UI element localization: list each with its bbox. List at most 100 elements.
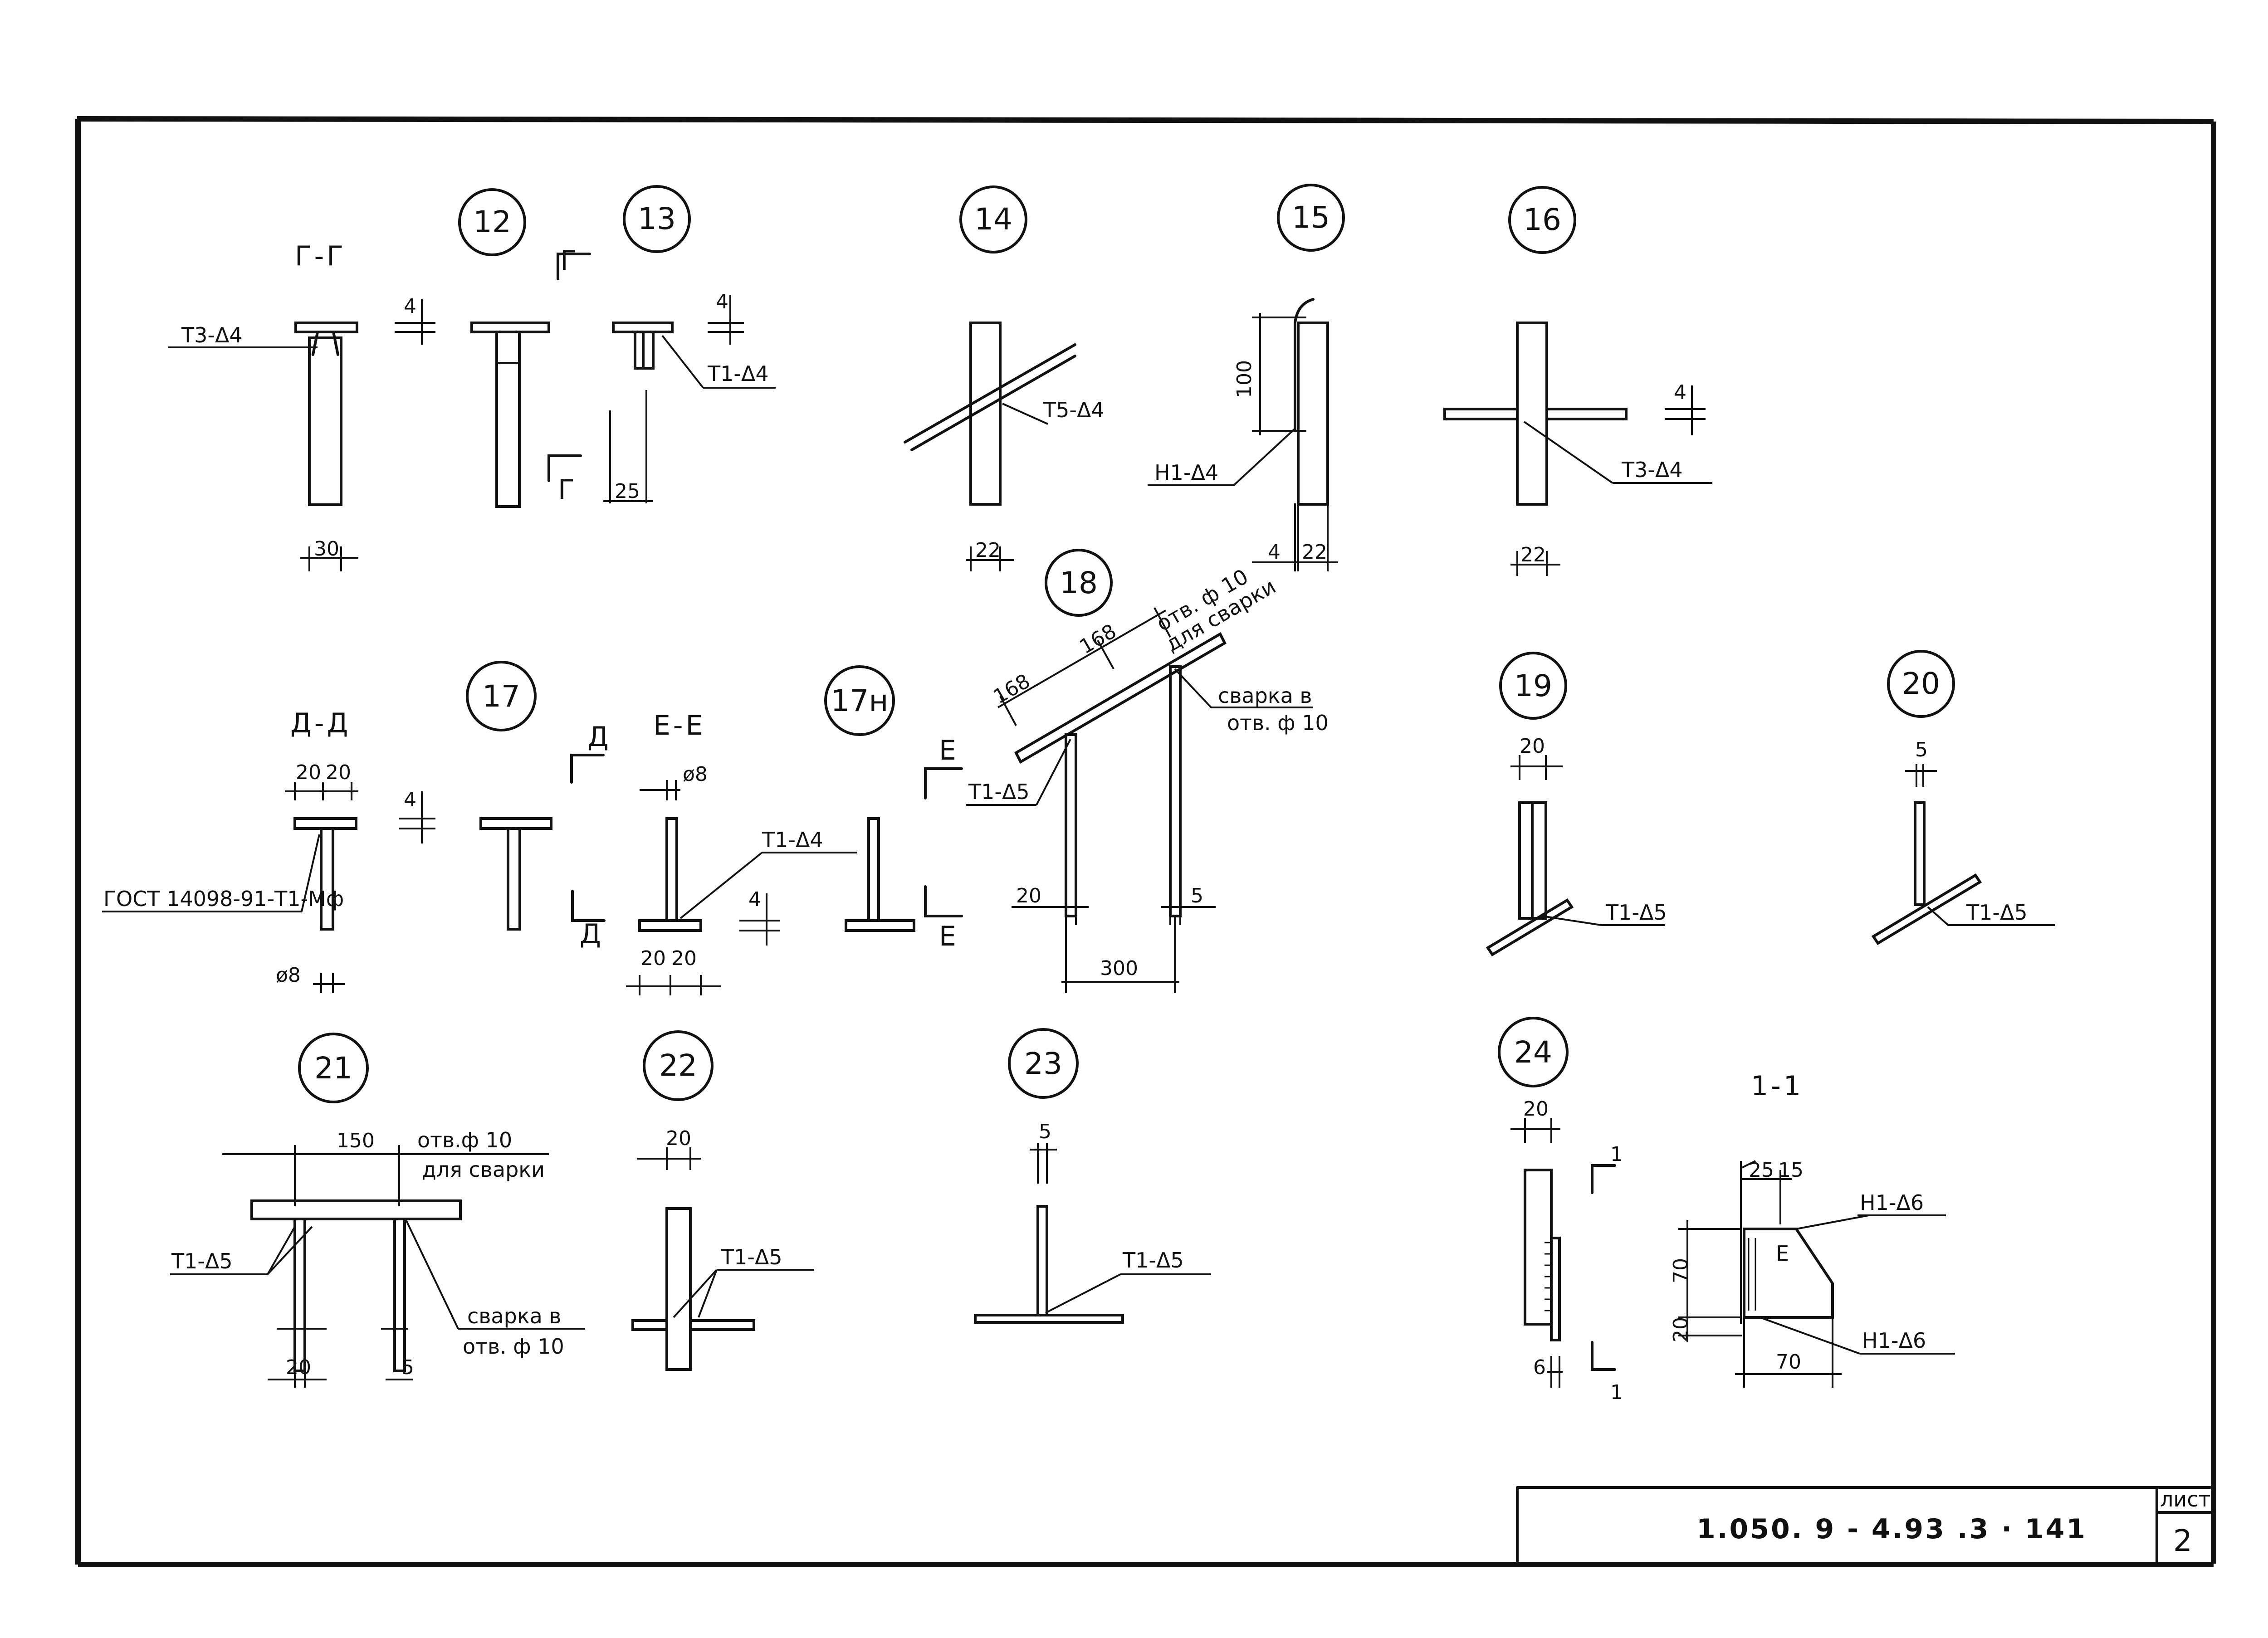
detail-19-weld-label: Т1-Δ5	[1605, 900, 1667, 925]
detail-24-dim-25: 25	[1749, 1159, 1774, 1182]
detail-17-cut-mark-top: Д	[587, 721, 611, 753]
sheet-frame	[75, 116, 2216, 1567]
detail-19-dim-20: 20	[1520, 735, 1545, 758]
detail-18-marker	[1045, 549, 1113, 617]
detail-20-number: 20	[1902, 666, 1940, 701]
detail-13-dim-25: 25	[615, 480, 640, 503]
detail-19: 19 20 Т1-Δ5	[1486, 652, 1667, 957]
detail-21-marker	[298, 1033, 369, 1103]
detail-15-number: 15	[1292, 200, 1330, 235]
detail-17-marker	[466, 661, 537, 731]
detail-17-section-title: Д-Д	[290, 707, 351, 739]
detail-17n-cut-mark-top: Е	[939, 735, 959, 766]
detail-23-weld-label: Т1-Δ5	[1122, 1248, 1184, 1272]
detail-24-dim-70-horizontal: 70	[1776, 1350, 1801, 1374]
detail-17n-marker	[824, 665, 895, 736]
detail-18-weld-label: Т1-Δ5	[968, 780, 1030, 804]
detail-14-dim-22: 22	[975, 539, 1001, 562]
detail-15-dim-100: 100	[1233, 360, 1256, 398]
detail-19-marker	[1499, 652, 1567, 720]
detail-16-number: 16	[1523, 202, 1561, 237]
detail-15-marker	[1277, 184, 1345, 252]
detail-13-number: 13	[638, 201, 676, 236]
detail-24-weld-label-top: Н1-Δ6	[1860, 1190, 1924, 1215]
detail-23-marker	[1008, 1028, 1079, 1099]
detail-23-dim-5: 5	[1039, 1120, 1051, 1143]
detail-12-number: 12	[473, 205, 511, 239]
detail-22-marker	[643, 1030, 714, 1101]
detail-18-number: 18	[1060, 566, 1098, 600]
detail-21-hole-note-2: для сварки	[422, 1157, 545, 1182]
detail-24-dim-6: 6	[1533, 1356, 1546, 1379]
detail-21-weld-note-2: отв. ф 10	[463, 1334, 564, 1359]
detail-13-weld-label: Т1-Δ4	[707, 361, 769, 386]
detail-20-weld-label: Т1-Δ5	[1966, 900, 2028, 925]
detail-12-section-title: Г-Г	[295, 240, 346, 272]
detail-24-dim-70-vertical: 70	[1669, 1258, 1692, 1283]
detail-14-weld-label: Т5-Δ4	[1043, 398, 1105, 422]
detail-20: 20 5 Т1-Δ5	[1871, 650, 2055, 946]
detail-14-number: 14	[974, 202, 1012, 237]
detail-17-dim-4: 4	[404, 788, 416, 811]
detail-13-dim-4: 4	[716, 290, 728, 313]
detail-24-dim-20-vertical: 20	[1669, 1317, 1692, 1342]
detail-21-number: 21	[314, 1051, 352, 1086]
detail-17-cut-mark-bottom: Д	[580, 918, 604, 950]
detail-24-cut-mark-bottom: 1	[1610, 1381, 1623, 1404]
detail-15: 15 100 Н1-Δ4 4 22	[1148, 184, 1345, 571]
detail-17n-dim-dia8: ø8	[683, 763, 708, 786]
detail-17n-weld-label: Т1-Δ4	[762, 828, 823, 852]
detail-14-marker	[959, 185, 1027, 253]
drawing-code: 1.050. 9 - 4.93 .3 · 141	[1696, 1513, 2087, 1545]
detail-16-marker	[1508, 186, 1576, 254]
sheet-number: 2	[2173, 1523, 2192, 1558]
title-block: 1.050. 9 - 4.93 .3 · 141 лист 2	[1516, 1486, 2215, 1566]
detail-18-dim-20: 20	[1016, 884, 1041, 907]
detail-24-number: 24	[1514, 1035, 1552, 1070]
detail-17-dim-20-left: 20	[296, 761, 321, 784]
detail-18-dim-168-left: 168	[990, 669, 1034, 708]
detail-14: 14 Т5-Δ4 22	[904, 185, 1105, 571]
detail-22-weld-label: Т1-Δ5	[721, 1245, 782, 1269]
detail-12-dim-30: 30	[314, 537, 339, 561]
detail-22-number: 22	[659, 1048, 697, 1083]
detail-18-weld-note-2: отв. ф 10	[1227, 711, 1329, 735]
detail-17n-dim-4: 4	[748, 888, 761, 911]
detail-21-dim-150: 150	[337, 1129, 375, 1152]
detail-18-weld-note: сварка в	[1218, 683, 1312, 708]
detail-17n-dim-20-right: 20	[671, 947, 697, 970]
detail-16-dim-22: 22	[1520, 543, 1546, 566]
detail-17n-cut-mark-bottom: Е	[939, 921, 959, 952]
detail-24: 24 1-1 20 6 1 1 25 15 E Н1-Δ6 Н1-Δ6	[1498, 1017, 1955, 1404]
detail-15-weld-label: Н1-Δ4	[1154, 460, 1218, 485]
sheet-label: лист	[2160, 1487, 2210, 1511]
detail-15-dim-4: 4	[1268, 541, 1281, 564]
detail-20-dim-5: 5	[1915, 738, 1928, 761]
detail-17-number: 17	[482, 679, 520, 714]
detail-17n-section-title: Е-Е	[653, 710, 705, 741]
detail-23-number: 23	[1024, 1046, 1062, 1081]
detail-24-section-title: 1-1	[1751, 1070, 1804, 1102]
detail-17n: 17н Е-Е ø8 Т1-Δ4 20 20 4 Е Е	[626, 665, 963, 995]
detail-16-dim-4: 4	[1674, 381, 1686, 404]
detail-21-dim-20: 20	[286, 1356, 311, 1379]
detail-24-marker	[1498, 1017, 1569, 1087]
detail-18-dim-300: 300	[1100, 957, 1138, 980]
detail-17-dim-20-right: 20	[326, 761, 351, 784]
detail-23: 23 5 Т1-Δ5	[974, 1028, 1211, 1324]
detail-20-marker	[1887, 650, 1955, 718]
detail-24-cut-mark-top: 1	[1610, 1143, 1623, 1166]
detail-12-cut-mark-bottom: Г	[558, 474, 577, 506]
detail-17: 17 Д-Д 20 20 ГОСТ 14098-91-Т1-Мф ø8 4 Д …	[102, 661, 611, 993]
detail-21-hole-note: отв.ф 10	[417, 1128, 512, 1152]
detail-12-weld-label: Т3-Δ4	[181, 323, 243, 347]
detail-21-weld-label: Т1-Δ5	[171, 1249, 233, 1273]
detail-22-dim-20: 20	[666, 1127, 691, 1150]
detail-17-weld-label: ГОСТ 14098-91-Т1-Мф	[103, 887, 344, 911]
detail-12-marker	[458, 188, 526, 256]
detail-22: 22 20 Т1-Δ5	[631, 1030, 814, 1371]
detail-18-dim-168-right: 168	[1076, 619, 1120, 658]
detail-21-weld-note: сварка в	[467, 1304, 562, 1328]
detail-24-dim-15: 15	[1778, 1159, 1804, 1182]
